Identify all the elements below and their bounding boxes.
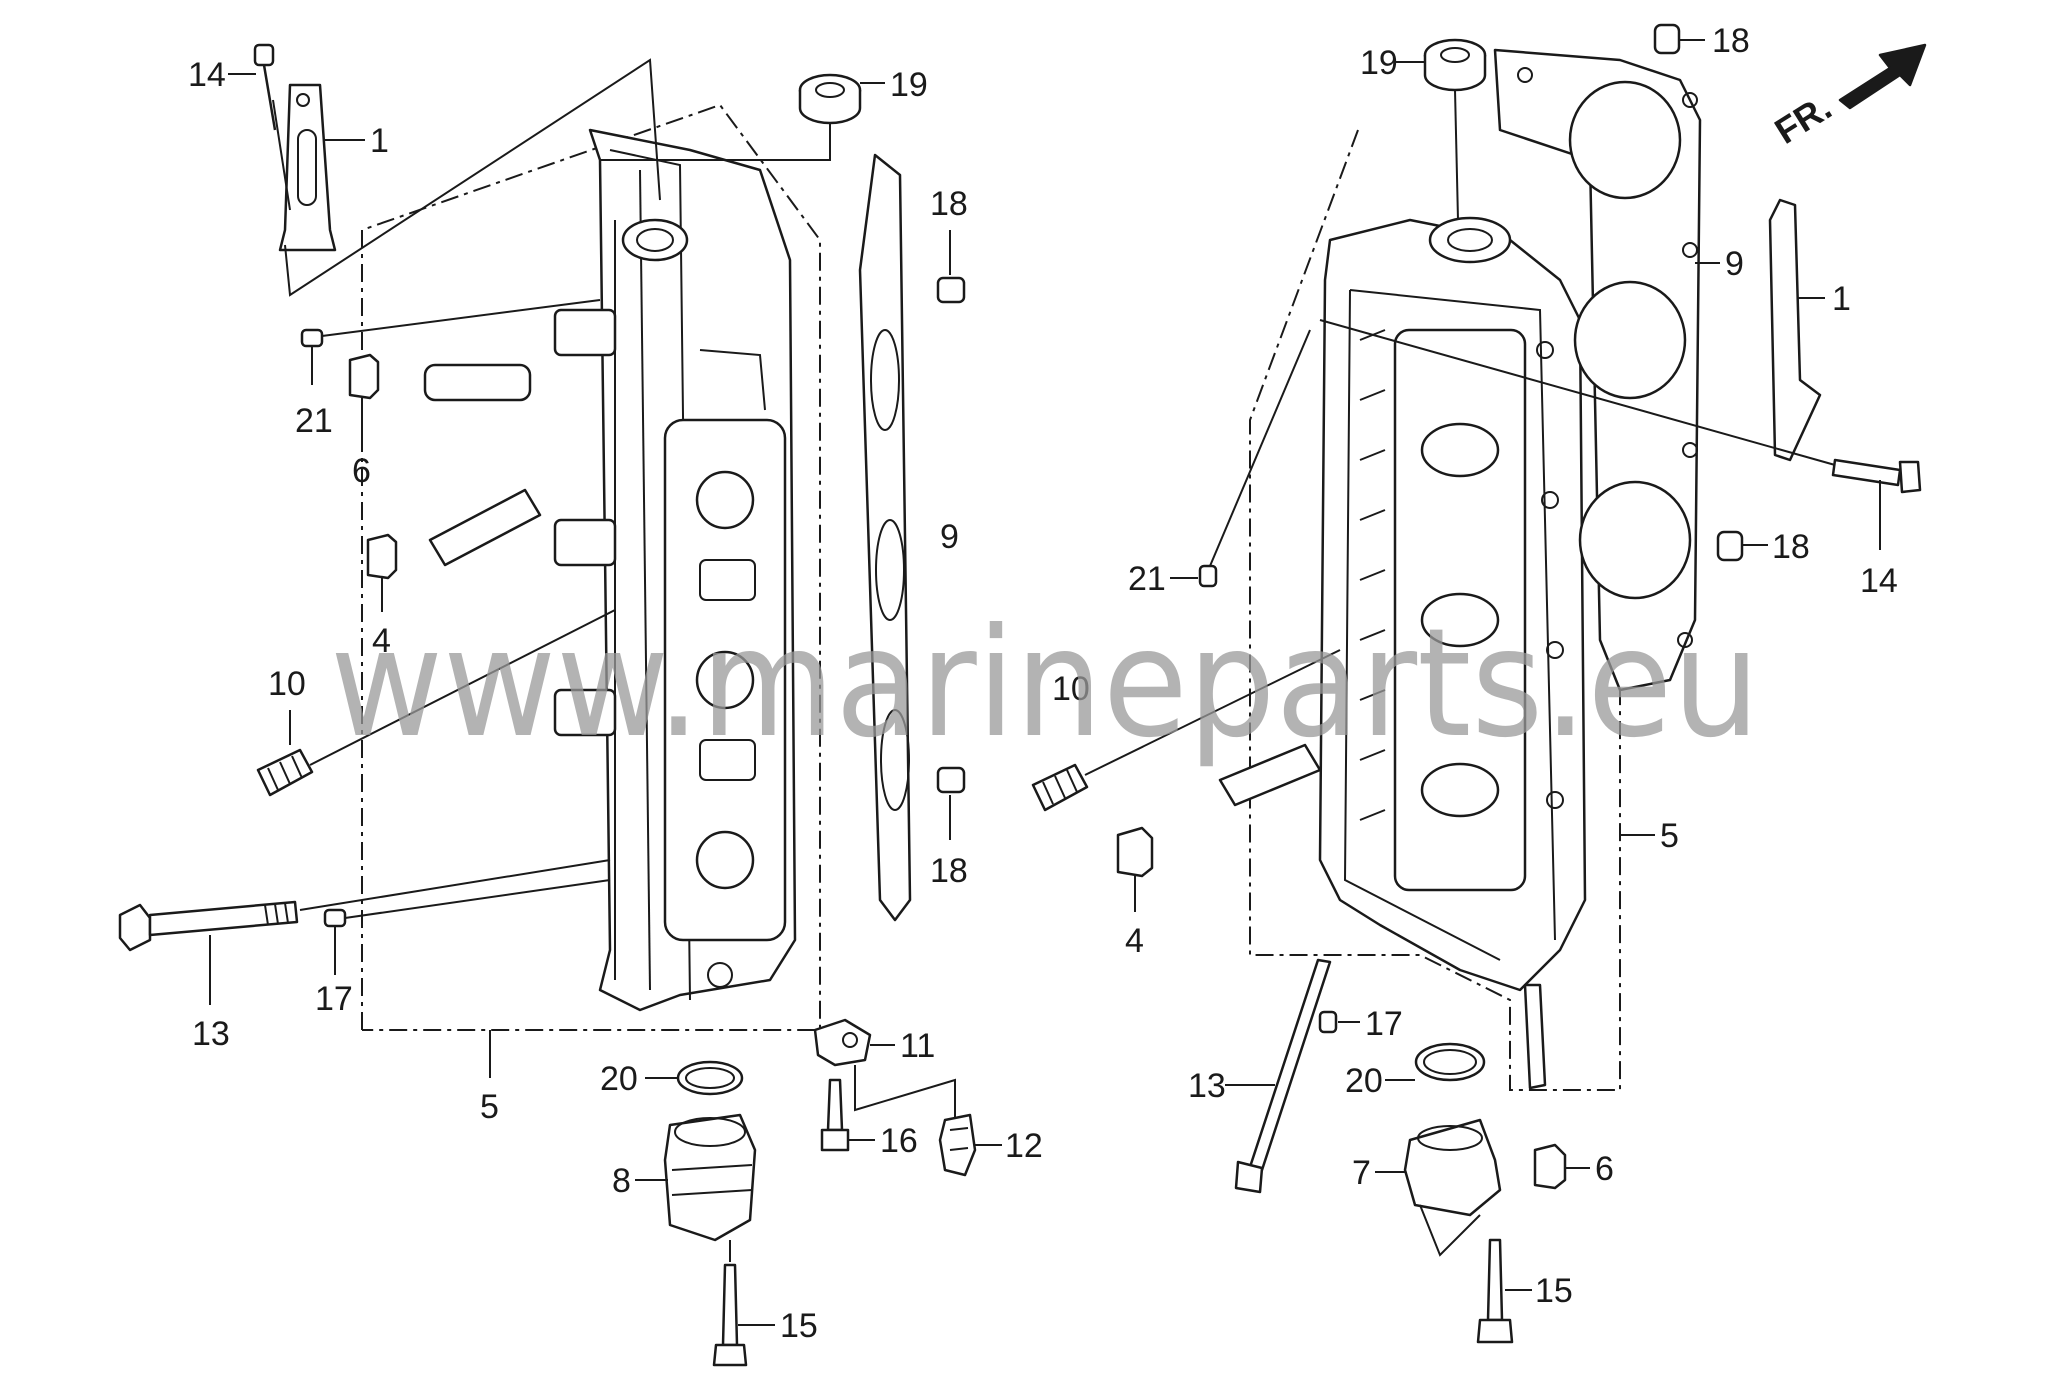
left-head-gasket: [858, 153, 912, 922]
left-bolt-16: [820, 1078, 875, 1152]
right-housing-7: [1375, 1118, 1502, 1257]
right-bolt-15: [1476, 1238, 1532, 1344]
callout-left-11: 11: [900, 1027, 935, 1065]
left-o-ring-20: [645, 1060, 744, 1096]
callout-left-13: 13: [192, 1015, 230, 1053]
callout-right-10: 10: [1052, 670, 1090, 708]
left-assembly: [118, 43, 1002, 1367]
left-housing-8: [635, 1113, 757, 1242]
right-dowel-18-mid: [1716, 530, 1744, 562]
callout-left-16: 16: [880, 1122, 918, 1160]
left-seal-19: [600, 73, 885, 161]
callout-right-5: 5: [1660, 817, 1679, 855]
callout-left-18-upper: 18: [930, 185, 968, 223]
left-group-frame: [361, 103, 821, 1031]
left-plug-4: [366, 533, 398, 612]
right-stud-10: [1031, 649, 1341, 812]
callout-left-6: 6: [352, 452, 371, 490]
callout-right-13: 13: [1188, 1067, 1226, 1105]
callout-right-4: 4: [1125, 922, 1144, 960]
right-cylinder-head: [1318, 216, 1587, 992]
right-dowel-18-top: [1653, 23, 1681, 55]
callout-right-14: 14: [1860, 562, 1898, 600]
right-bolt-14: [1319, 319, 1922, 550]
right-callouts: 19 18 9 1 14 18 21 10 5 4 17 13 20 7 6 1…: [1052, 22, 1898, 1310]
right-bracket-1: [1768, 198, 1825, 462]
callout-left-19: 19: [890, 66, 928, 104]
right-guide-pipe: [1218, 743, 1322, 807]
callout-right-17: 17: [1365, 1005, 1403, 1043]
left-guide-pipe-lower: [428, 488, 542, 567]
callout-right-18-top: 18: [1712, 22, 1750, 60]
left-dowel-21: [300, 328, 324, 348]
callout-right-6: 6: [1595, 1150, 1614, 1188]
right-plug-4: [1116, 826, 1154, 912]
front-direction-arrow: FR.: [1768, 43, 1927, 152]
callout-left-12: 12: [1005, 1127, 1043, 1165]
front-direction-label: FR.: [1768, 86, 1839, 152]
right-assembly: FR.: [1031, 23, 1927, 1344]
left-bolt-15: [712, 1240, 775, 1367]
watermark-text: www.marineparts.eu: [330, 597, 1760, 771]
callout-left-15: 15: [780, 1307, 818, 1345]
callout-right-15: 15: [1535, 1272, 1573, 1310]
left-bolt-13: [118, 859, 611, 1005]
callout-right-21: 21: [1128, 560, 1166, 598]
callout-left-17: 17: [315, 980, 353, 1018]
left-dowel-17: [323, 908, 347, 928]
callout-right-7: 7: [1352, 1154, 1371, 1192]
callout-left-21: 21: [295, 402, 333, 440]
left-clip-11: [813, 1018, 956, 1125]
callout-right-20: 20: [1345, 1062, 1383, 1100]
callout-left-9: 9: [940, 518, 959, 556]
left-clamp-12: [938, 1113, 1002, 1177]
right-group-frame: [1249, 129, 1621, 1091]
callout-left-1: 1: [370, 122, 389, 160]
callout-right-18-mid: 18: [1772, 528, 1810, 566]
left-stud-10: [256, 609, 616, 797]
right-dowel-17: [1318, 1010, 1338, 1034]
callout-right-9: 9: [1725, 245, 1744, 283]
callout-left-5: 5: [480, 1088, 499, 1126]
callout-right-19: 19: [1360, 44, 1398, 82]
left-dowel-18-lower: [936, 766, 966, 794]
callout-left-20: 20: [600, 1060, 638, 1098]
callout-left-8: 8: [612, 1162, 631, 1200]
right-head-gasket: [1493, 48, 1720, 692]
callout-left-14: 14: [188, 56, 226, 94]
right-o-ring-20: [1385, 1042, 1486, 1082]
right-seal-19: [1395, 38, 1487, 221]
callout-right-1: 1: [1832, 280, 1851, 318]
right-side-stud: [1523, 983, 1547, 1090]
callout-left-4: 4: [372, 622, 391, 660]
right-plug-6: [1533, 1143, 1590, 1190]
left-bracket-1: [278, 58, 661, 297]
right-bolt-13: [1225, 958, 1332, 1194]
left-plug-6: [348, 353, 380, 435]
left-guide-pipe-upper: [423, 363, 532, 402]
callout-left-10: 10: [268, 665, 306, 703]
left-bolt-14: [228, 43, 291, 211]
left-dowel-18-upper: [936, 276, 966, 304]
left-callouts: 14 1 19 18 21 6 9 4 10 18 13 17 5 20 11 …: [188, 56, 1043, 1345]
right-dowel-21: [1198, 564, 1218, 588]
callout-left-18-lower: 18: [930, 852, 968, 890]
left-cylinder-head: [553, 128, 797, 1012]
